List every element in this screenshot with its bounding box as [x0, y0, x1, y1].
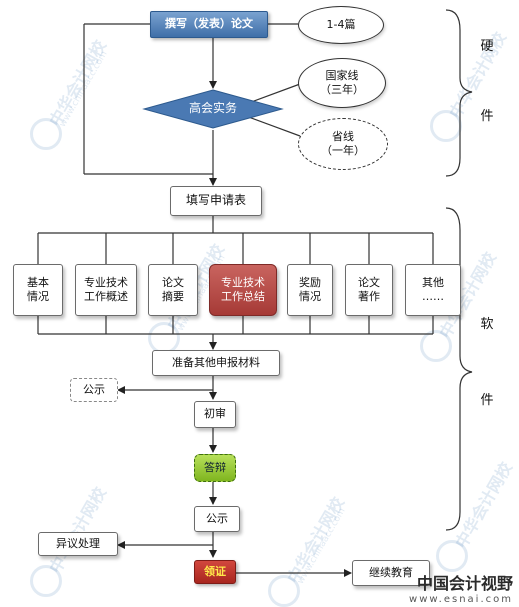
- watermark-logo-icon: [30, 118, 62, 150]
- item-other: 其他 ……: [405, 264, 461, 316]
- esnai-url: www.esnai.com: [409, 594, 513, 605]
- prepare-materials-node: 准备其他申报材料: [152, 350, 280, 376]
- fill-form-node: 填写申请表: [170, 186, 262, 216]
- defense-node: 答辩: [194, 454, 236, 482]
- software-label-2: 件: [480, 393, 494, 408]
- practice-diamond-shape: [142, 89, 284, 129]
- publicity-node-1: 公示: [70, 378, 118, 402]
- provincial-line-ellipse: 省线 （一年）: [298, 118, 388, 170]
- esnai-brand: 中国会计视野: [416, 574, 513, 593]
- watermark-logo-icon: [436, 540, 468, 572]
- watermark-logo-icon: [30, 565, 62, 597]
- hardware-label-1: 硬: [480, 39, 494, 54]
- first-review-node: 初审: [194, 401, 236, 428]
- item-papers-works: 论文 著作: [345, 264, 393, 316]
- publicity-node-2: 公示: [194, 506, 240, 532]
- watermark-logo-icon: [420, 330, 452, 362]
- hardware-label-2: 件: [480, 109, 494, 124]
- paper-count-ellipse: 1-4篇: [298, 6, 384, 44]
- esnai-logo: 中国会计视野 www.esnai.com: [409, 570, 513, 605]
- software-brace: [445, 207, 473, 531]
- watermark-logo-icon: [268, 575, 300, 607]
- item-work-overview: 专业技术 工作概述: [75, 264, 137, 316]
- objection-handling-node: 异议处理: [38, 532, 118, 556]
- write-paper-node: 撰写（发表）论文: [150, 11, 268, 38]
- national-line-ellipse: 国家线 （三年）: [298, 58, 386, 108]
- connector-line: [245, 115, 301, 137]
- hardware-brace: [445, 9, 473, 177]
- item-basic-info: 基本 情况: [13, 264, 63, 316]
- practice-label: 高会实务: [188, 101, 237, 116]
- connector-line: [245, 83, 301, 105]
- item-awards: 奖励 情况: [287, 264, 333, 316]
- software-label-1: 软: [480, 317, 494, 332]
- item-paper-abstract: 论文 摘要: [148, 264, 198, 316]
- certificate-node: 领证: [194, 560, 236, 584]
- continuing-education-node: 继续教育: [352, 560, 430, 586]
- item-work-summary: 专业技术 工作总结: [209, 264, 277, 316]
